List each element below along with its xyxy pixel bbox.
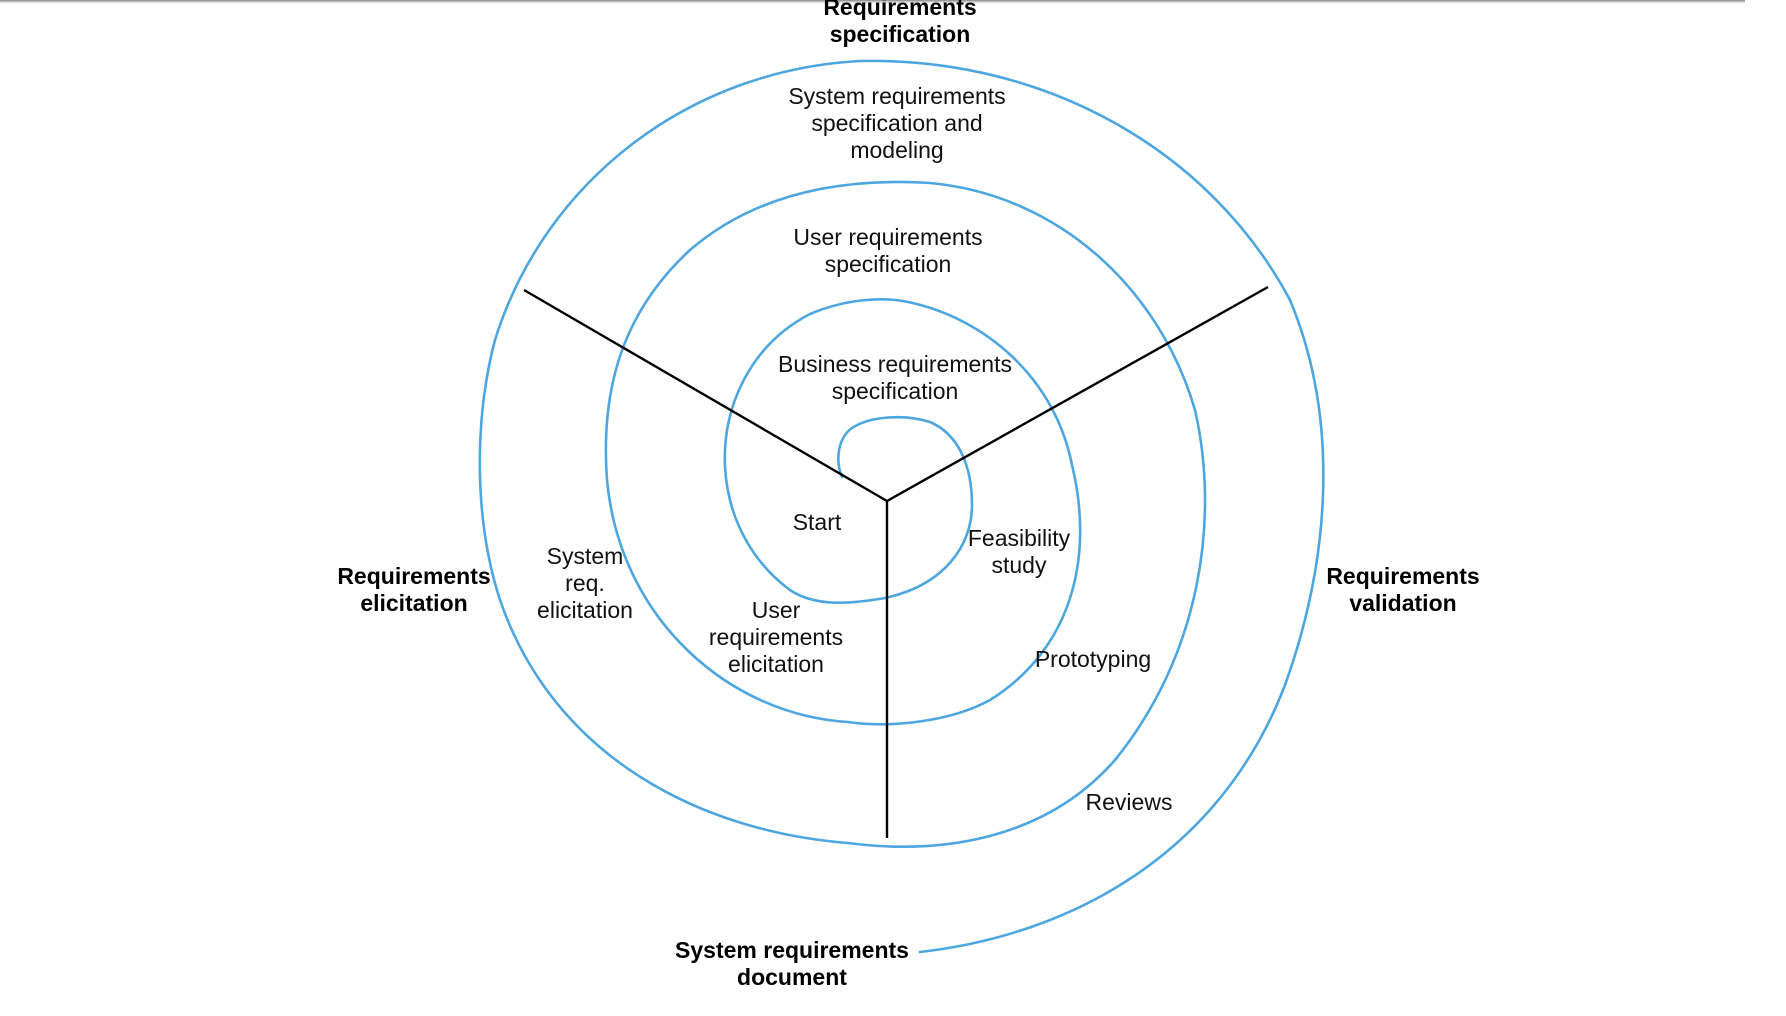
sector-label-requirements-specification-line-1: Requirements xyxy=(823,0,976,20)
spiral-label-system-req-elicitation-line-3: elicitation xyxy=(537,597,633,623)
output-label-system-requirements-document-line-1: System requirements xyxy=(675,937,909,963)
spiral-label-user-requirements-elicitation-line-1: User xyxy=(752,597,801,623)
spiral-label-reviews-line-1: Reviews xyxy=(1086,789,1173,815)
spiral-label-user-requirements-specification-line-2: specification xyxy=(825,251,952,277)
sector-label-requirements-elicitation-line-1: Requirements xyxy=(337,563,490,589)
spiral-label-user-requirements-elicitation-line-2: requirements xyxy=(709,624,843,650)
sector-label-requirements-elicitation-line-2: elicitation xyxy=(360,590,467,616)
sector-label-requirements-specification-line-2: specification xyxy=(830,21,971,47)
spiral-label-start: Start xyxy=(793,509,842,535)
spiral-label-system-req-elicitation-line-2: req. xyxy=(565,570,605,596)
spiral-label-system-requirements-specification-and-modeling-line-1: System requirements xyxy=(788,83,1005,109)
sector-label-requirements-validation-line-1: Requirements xyxy=(1326,563,1479,589)
requirements-spiral xyxy=(478,59,1325,954)
spiral-label-feasibility-study-line-1: Feasibility xyxy=(968,525,1071,551)
axis-line-left xyxy=(523,288,888,503)
spiral-label-feasibility-study-line-2: study xyxy=(992,552,1047,578)
spiral-label-start-line-1: Start xyxy=(793,509,842,535)
spiral-label-reviews: Reviews xyxy=(1086,789,1173,815)
spiral-label-business-requirements-specification-line-2: specification xyxy=(832,378,959,404)
spiral-label-user-requirements-elicitation-line-3: elicitation xyxy=(728,651,824,677)
spiral-label-prototyping: Prototyping xyxy=(1035,646,1151,672)
spiral-label-user-requirements-specification-line-1: User requirements xyxy=(793,224,982,250)
spiral-label-system-requirements-specification-and-modeling-line-2: specification and xyxy=(811,110,982,136)
top-shadow-edge xyxy=(0,0,1745,4)
axis-line-right xyxy=(886,285,1269,503)
sector-label-requirements-validation-line-2: validation xyxy=(1349,590,1456,616)
spiral-label-system-req-elicitation-line-1: System xyxy=(547,543,624,569)
spiral-label-business-requirements-specification-line-1: Business requirements xyxy=(778,351,1012,377)
output-label-system-requirements-document-line-2: document xyxy=(737,964,847,990)
spiral-label-system-requirements-specification-and-modeling-line-3: modeling xyxy=(850,137,943,163)
spiral-label-prototyping-line-1: Prototyping xyxy=(1035,646,1151,672)
